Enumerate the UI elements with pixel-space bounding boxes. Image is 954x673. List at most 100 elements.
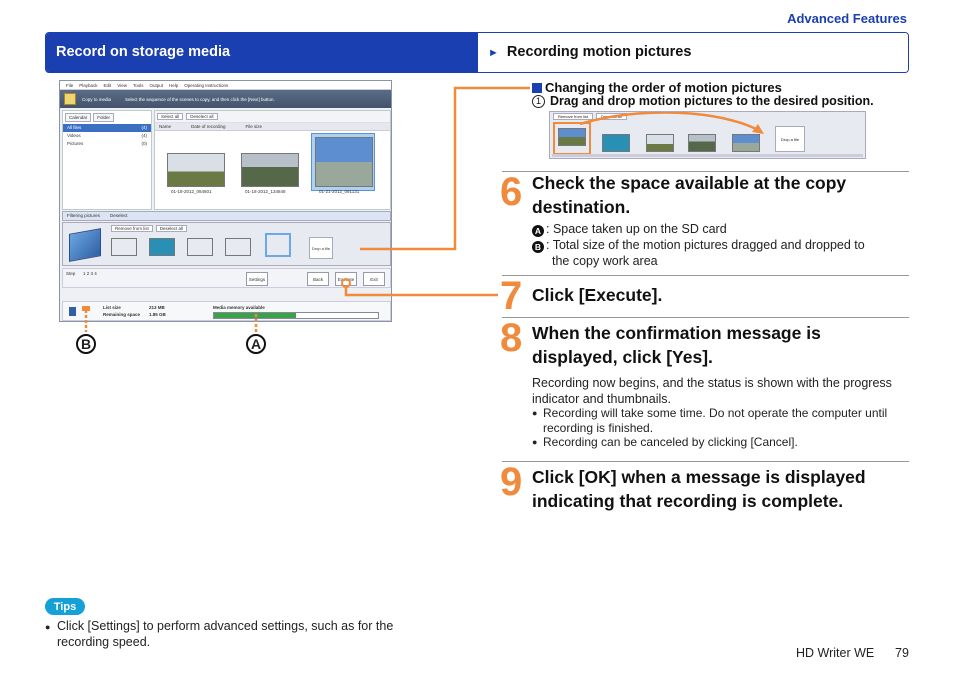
divider	[502, 171, 909, 172]
step8-bullet: Recording can be canceled by clicking [C…	[532, 435, 907, 450]
reorder-step: 1 Drag and drop motion pictures to the d…	[532, 94, 874, 108]
software-screenshot: File Playback Edit View Tools Output Hel…	[59, 80, 392, 322]
detail-b-continued: the copy work area	[552, 254, 658, 268]
media-memory-meter	[213, 312, 379, 319]
banner-topic-label: Recording motion pictures	[506, 44, 692, 60]
step-title: Click [Execute].	[532, 285, 663, 305]
screen-titlebar: Copy to media Select the sequence of the…	[60, 90, 391, 108]
step-label: Step	[66, 271, 76, 276]
filter-deselect: Deselect	[110, 213, 128, 218]
step-title: Click [OK] when a message is displayed i…	[532, 467, 866, 511]
square-bullet-icon	[532, 82, 542, 93]
reorder-thumbnail	[688, 134, 716, 152]
menu-output: Output	[149, 83, 164, 88]
thumb-caption: 01-18-2012_134848	[245, 189, 286, 194]
letter-a-icon: A	[532, 225, 544, 237]
thumbnail-pane: Select all Deselect all Name Date of rec…	[154, 110, 391, 210]
select-all-button: Select all	[157, 113, 184, 120]
list-size-label: List size	[103, 305, 121, 310]
step-title: When the confirmation message is display…	[532, 323, 821, 367]
reorder-scrollbar	[552, 154, 863, 157]
detail-b: B: Total size of the motion pictures dra…	[532, 237, 907, 253]
work-thumbnail	[187, 238, 213, 256]
step-number: 6	[500, 170, 522, 214]
detail-a: A: Space taken up on the SD card	[532, 221, 907, 237]
execute-button: Execute	[335, 272, 357, 286]
filter-bar: Filtering pictures Deselect	[62, 211, 391, 221]
thumb-caption: 01-18-2012_084601	[171, 189, 212, 194]
reorder-thumbnail	[558, 128, 586, 146]
drop-target: Drop a file	[309, 237, 333, 259]
back-button: Back	[307, 272, 329, 286]
section-label: Advanced Features	[787, 11, 907, 26]
deselect-all-button: Deselect all	[186, 113, 218, 120]
reorder-heading: Changing the order of motion pictures	[532, 80, 782, 95]
remaining-value: 1.85 GB	[149, 312, 166, 317]
list-size-value: 213 MB	[149, 305, 165, 310]
step-number: 7	[500, 274, 522, 318]
media-memory-label: Media memory available	[213, 305, 265, 310]
divider	[502, 317, 909, 318]
reorder-step-text: Drag and drop motion pictures to the des…	[550, 94, 874, 108]
page-number: 79	[895, 646, 909, 660]
copy-work-area: Remove from list Deselect all Drop a fil…	[62, 222, 391, 266]
tab-calendar: Calendar	[65, 113, 92, 122]
divider	[502, 275, 909, 276]
triangle-right-icon: ►	[488, 47, 499, 59]
work-thumbnail	[111, 238, 137, 256]
divider	[502, 461, 909, 462]
reorder-heading-text: Changing the order of motion pictures	[545, 80, 782, 95]
letter-b-icon: B	[532, 241, 544, 253]
column-size: File size	[245, 124, 263, 129]
copy-media-icon	[64, 93, 76, 105]
screen-instruction: Select the sequence of the scenes to cop…	[125, 96, 275, 102]
drop-target: Drop a file	[775, 126, 805, 152]
tip-text: Click [Settings] to perform advanced set…	[45, 618, 425, 650]
label-b: B	[76, 334, 96, 354]
menu-edit: Edit	[103, 83, 112, 88]
status-bar: List size 213 MB Remaining space 1.85 GB…	[62, 301, 391, 321]
work-thumbnail	[265, 233, 291, 257]
media-memory-fill	[214, 313, 296, 318]
label-a: A	[246, 334, 266, 354]
reorder-thumbnail	[732, 134, 760, 152]
step-numbers: 1 2 3 4	[83, 271, 97, 276]
folder-pane: Calendar Folder All files(4) Videos(4) P…	[62, 110, 152, 210]
deselect-all-button: Deselect all	[155, 225, 188, 232]
reorder-thumbnail	[602, 134, 630, 152]
exit-button: Exit	[363, 272, 385, 286]
step-number: 8	[500, 316, 522, 360]
work-thumbnail	[225, 238, 251, 256]
remaining-label: Remaining space	[103, 312, 141, 317]
column-date: Date of recording	[191, 124, 226, 129]
circled-number: 1	[532, 94, 545, 108]
reorder-screenshot: Remove from list Deselect all Drop a fil…	[549, 111, 866, 159]
column-name: Name	[159, 124, 172, 129]
menu-playback: Playback	[79, 83, 98, 88]
detail-b-text: : Total size of the motion pictures drag…	[546, 238, 865, 252]
tree-item: All files(4)	[63, 124, 151, 132]
remove-from-list-button: Remove from list	[553, 113, 594, 120]
menu-operating-instructions: Operating Instructions	[184, 83, 229, 88]
menu-tools: Tools	[132, 83, 144, 88]
screen-title: Copy to media	[82, 96, 112, 102]
video-thumbnail	[167, 153, 225, 187]
remove-from-list-button: Remove from list	[111, 225, 153, 232]
menu-view: View	[117, 83, 127, 88]
tab-folder: Folder	[93, 113, 115, 122]
video-thumbnail	[241, 153, 299, 187]
step-title: Check the space available at the copy de…	[532, 173, 847, 217]
media-icon	[69, 307, 76, 316]
tree-item: Pictures(0)	[67, 141, 147, 146]
menu-file: File	[66, 83, 74, 88]
step-number: 9	[500, 460, 522, 504]
step8-bullet: Recording will take some time. Do not op…	[532, 406, 907, 436]
thumb-caption: 01-21-2012_091131	[319, 189, 360, 194]
detail-a-text: : Space taken up on the SD card	[546, 222, 727, 236]
banner-chapter-title: Record on storage media	[46, 33, 478, 72]
step8-intro: Recording now begins, and the status is …	[532, 376, 892, 406]
tree-item: Videos(4)	[67, 133, 147, 138]
page-banner: Record on storage media ► Recording moti…	[45, 32, 909, 73]
menu-help: Help	[169, 83, 179, 88]
settings-button: Settings	[246, 272, 268, 286]
